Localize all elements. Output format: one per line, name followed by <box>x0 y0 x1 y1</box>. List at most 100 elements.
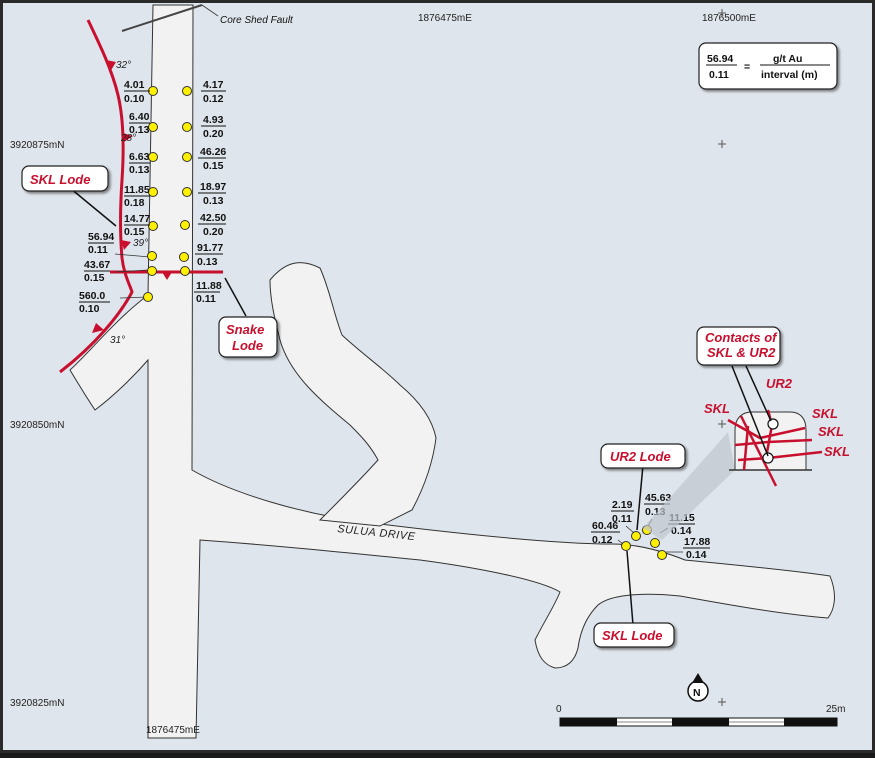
svg-text:0.14: 0.14 <box>686 549 707 561</box>
svg-text:11.85: 11.85 <box>124 184 150 196</box>
dip-label-2: 28° <box>120 133 136 144</box>
inset-skl-label-4: SKL <box>824 444 850 459</box>
sample-point[interactable] <box>650 538 660 548</box>
legend-grade: 56.94 <box>707 53 733 65</box>
assay-label: 4.01 0.10 <box>124 79 150 105</box>
svg-text:11.88: 11.88 <box>196 280 222 292</box>
svg-text:0.13: 0.13 <box>129 124 150 136</box>
sample-point[interactable] <box>657 550 667 560</box>
sample-point[interactable] <box>182 122 192 132</box>
dip-label-4: 31° <box>110 335 125 346</box>
svg-text:17.88: 17.88 <box>684 536 710 548</box>
inset-zoom-cone <box>643 432 735 540</box>
easting-label-top-right: 1876500mE <box>702 13 756 24</box>
inset-skl-label-3: SKL <box>818 424 844 439</box>
svg-text:4.93: 4.93 <box>203 114 224 126</box>
contacts-callout <box>696 326 781 366</box>
skl-south-callout-leader <box>626 550 634 626</box>
sample-point[interactable] <box>148 187 158 197</box>
sample-point[interactable] <box>182 152 192 162</box>
scale-bar: 0 25m <box>556 704 845 727</box>
svg-text:18.97: 18.97 <box>200 181 226 193</box>
skl-lode-callout-south <box>593 622 675 648</box>
snake-lode-callout <box>218 316 278 358</box>
sample-point[interactable] <box>148 122 158 132</box>
snake-lode-label-line1: Snake <box>226 322 264 337</box>
svg-text:91.77: 91.77 <box>197 242 223 254</box>
assay-label: 2.19 0.11 <box>611 499 634 525</box>
svg-text:560.0: 560.0 <box>79 290 105 302</box>
svg-text:56.94: 56.94 <box>88 231 114 243</box>
skl-lode-trace <box>59 19 134 374</box>
sample-point[interactable] <box>148 152 158 162</box>
inset-skl-label-2: SKL <box>812 406 838 421</box>
dip-ticks <box>92 60 133 333</box>
sample-point[interactable] <box>180 266 190 276</box>
northing-label-2: 3920850mN <box>10 420 64 431</box>
svg-text:0.20: 0.20 <box>203 226 224 238</box>
fault-label: Core Shed Fault <box>220 15 294 26</box>
sample-point[interactable] <box>182 187 192 197</box>
assay-label: 91.77 0.13 <box>195 242 223 268</box>
sample-point[interactable] <box>631 531 641 541</box>
svg-text:43.67: 43.67 <box>84 259 110 271</box>
sample-point[interactable] <box>179 252 189 262</box>
sample-point[interactable] <box>180 220 190 230</box>
contact-inset <box>727 409 823 487</box>
inset-ur2-label: UR2 <box>766 376 793 391</box>
dip-label-3: 39° <box>133 238 148 249</box>
sample-point[interactable] <box>143 292 153 302</box>
svg-text:0.15: 0.15 <box>124 226 145 238</box>
svg-text:45.63: 45.63 <box>645 492 671 504</box>
underground-workings <box>69 4 835 739</box>
svg-text:0.10: 0.10 <box>124 93 145 105</box>
assay-label: 14.770.15 <box>124 213 150 238</box>
svg-text:0.20: 0.20 <box>203 128 224 140</box>
assay-label: 4.93 0.20 <box>201 114 226 140</box>
svg-text:6.40: 6.40 <box>129 111 150 123</box>
fault-leader <box>201 4 219 17</box>
assay-label: 56.940.11 <box>88 231 114 256</box>
assay-label: 11.850.18 <box>124 184 150 209</box>
svg-text:4.17: 4.17 <box>203 79 224 91</box>
svg-text:0.13: 0.13 <box>197 256 218 268</box>
contacts-callout-leaders <box>731 365 772 457</box>
scale-end: 25m <box>826 704 845 715</box>
svg-text:0.15: 0.15 <box>203 160 224 172</box>
svg-text:46.26: 46.26 <box>200 146 226 158</box>
svg-text:0.18: 0.18 <box>124 197 145 209</box>
easting-label-top-left: 1876475mE <box>418 13 472 24</box>
svg-text:6.63: 6.63 <box>129 151 150 163</box>
sample-point[interactable] <box>147 266 157 276</box>
assay-label: 42.500.20 <box>198 212 226 238</box>
svg-text:0.13: 0.13 <box>203 195 224 207</box>
assay-label: 17.880.14 <box>683 536 710 561</box>
svg-text:4.01: 4.01 <box>124 79 145 91</box>
legend-interval: 0.11 <box>709 69 729 81</box>
svg-text:0.12: 0.12 <box>592 534 613 546</box>
sample-point[interactable] <box>182 86 192 96</box>
sample-point[interactable] <box>147 251 157 261</box>
ur2-lode-label: UR2 Lode <box>610 449 671 464</box>
contacts-callout-line1: Contacts of <box>705 330 778 345</box>
skl-lode-label-south: SKL Lode <box>602 628 662 643</box>
svg-text:0.11: 0.11 <box>612 513 632 525</box>
northing-label-1: 3920875mN <box>10 140 64 151</box>
main-drive-workings <box>69 4 835 739</box>
svg-text:0.11: 0.11 <box>88 244 108 256</box>
ur2-lode-callout <box>600 443 686 469</box>
svg-text:0.12: 0.12 <box>203 93 224 105</box>
svg-text:0.13: 0.13 <box>129 164 150 176</box>
assay-label: 560.00.10 <box>79 290 110 315</box>
sample-point[interactable] <box>621 541 631 551</box>
svg-text:0.15: 0.15 <box>84 272 105 284</box>
assay-label: 4.17 0.12 <box>201 79 226 105</box>
inset-skl-label-1: SKL <box>704 401 730 416</box>
svg-text:0.10: 0.10 <box>79 303 100 315</box>
svg-text:60.46: 60.46 <box>592 520 618 532</box>
svg-text:2.19: 2.19 <box>612 499 633 511</box>
assay-legend: 56.94 0.11 = g/t Au interval (m) <box>698 42 838 90</box>
sample-point[interactable] <box>148 221 158 231</box>
